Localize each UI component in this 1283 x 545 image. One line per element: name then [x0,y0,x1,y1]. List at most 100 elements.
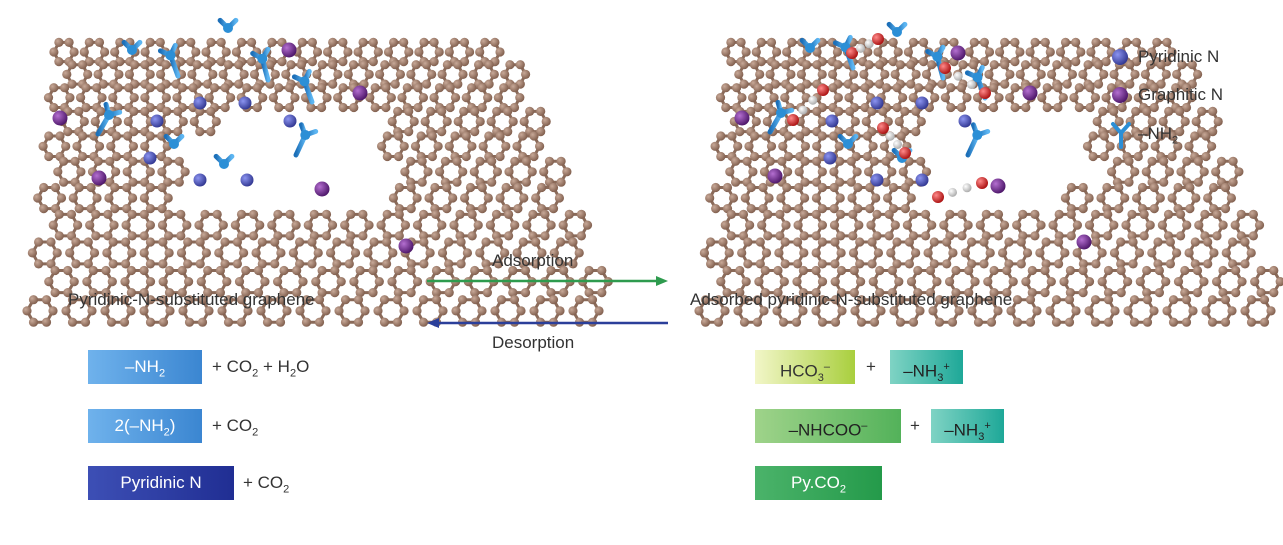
carbon-atom [830,295,841,305]
carbon-atom [1156,60,1166,70]
carbon-atom [209,83,220,93]
carbon-atom [106,317,117,327]
ammonium-sub-1: 3 [937,372,944,385]
carbon-atom [594,306,604,316]
carbon-atom [1240,259,1250,269]
carbon-atom [995,47,1005,57]
carbon-atom [383,47,394,57]
carbon-atom [1025,317,1036,327]
legend-nh2-text: –NH [1138,124,1173,143]
carbon-atom [1168,295,1179,305]
carbon-atom [257,237,267,247]
carbon-atom [381,83,391,93]
carbon-atom [418,317,429,327]
carbon-atom [465,47,475,57]
carbon-atom [429,37,439,48]
carbon-atom [811,288,821,298]
carbon-atom [1000,37,1010,48]
carbon-atom [546,220,556,230]
carbon-atom [140,60,150,70]
carbon-atom [382,259,392,269]
carbon-atom [866,220,876,230]
carbon-atom [800,156,810,166]
carbon-atom [921,209,931,219]
carbon-atom [123,131,133,141]
carbon-atom [1109,106,1119,116]
hydrogen-atom [948,187,958,197]
carbon-atom [743,259,753,269]
carbon-atom [412,220,423,230]
left-caption: Pyridinic-N-substituted graphene [68,290,315,309]
carbon-atom [766,37,777,48]
carbon-atom [774,248,784,258]
carbon-atom [1103,317,1114,327]
carbon-atom [49,102,59,113]
carbon-atom [338,37,348,48]
carbon-atom [1040,288,1050,298]
carbon-atom [226,93,236,103]
carbon-atom [1135,277,1145,287]
carbon-atom [800,141,811,151]
carbon-atom [176,248,187,258]
h2o-text: + H [258,357,290,376]
carbon-atom [239,69,249,79]
carbon-atom [529,306,539,316]
left-graphene-sheet [22,37,613,327]
carbon-atom [343,69,353,79]
carbon-atom [43,93,54,103]
carbon-atom [375,69,385,79]
carbon-atom [438,306,448,316]
carbon-atom [453,116,463,127]
carbon-atom [1155,93,1165,103]
carbon-atom [218,69,228,79]
bicarbonate-sub: 3 [817,372,824,385]
carbon-atom [1066,231,1076,241]
carbon-atom [232,259,242,269]
carbon-atom [746,106,756,116]
carbon-atom [960,248,971,258]
carbon-atom [285,209,295,219]
carbon-atom [307,37,317,48]
carbon-atom [307,237,317,247]
carbon-atom [493,93,503,103]
carbon-atom [390,60,400,70]
carbon-atom [540,231,550,241]
carbon-atom [817,182,828,193]
graphitic-n-atom [281,42,297,58]
nitrogen-atom [257,53,268,64]
carbon-atom [452,177,462,187]
carbon-atom [412,193,422,203]
carbon-atom [881,83,892,93]
legend-nh2-sub: 2 [1172,134,1179,147]
carbon-atom [157,182,167,193]
carbon-atom [450,131,460,141]
carbon-atom [1131,106,1141,116]
carbon-atom [66,209,77,219]
carbon-atom [382,209,392,219]
carbon-atom [867,106,877,116]
carbon-atom [39,182,49,193]
reactant-row2-rest: + CO2 [212,409,258,449]
carbon-atom [895,295,906,305]
carbon-atom [421,79,432,89]
carbon-atom [520,265,531,276]
carbon-atom [1209,182,1219,193]
carbon-atom [1156,79,1166,89]
carbon-atom [382,151,392,162]
carbon-atom [1227,306,1237,316]
carbon-atom [508,288,518,298]
carbon-atom [1092,116,1102,127]
carbon-atom [1208,127,1218,137]
carbon-atom [189,116,199,127]
carbon-atom [508,265,518,276]
carbon-atom [344,237,354,247]
carbon-atom [404,106,414,116]
carbon-atom [1162,306,1172,316]
carbon-atom [255,220,265,230]
carbon-atom [1176,231,1186,241]
carbon-atom [71,237,81,247]
carbon-atom [164,265,175,276]
carbon-atom [1025,295,1036,305]
carbon-atom [737,93,747,103]
reactant-row1-rest: + CO2 + H2O [212,350,309,390]
